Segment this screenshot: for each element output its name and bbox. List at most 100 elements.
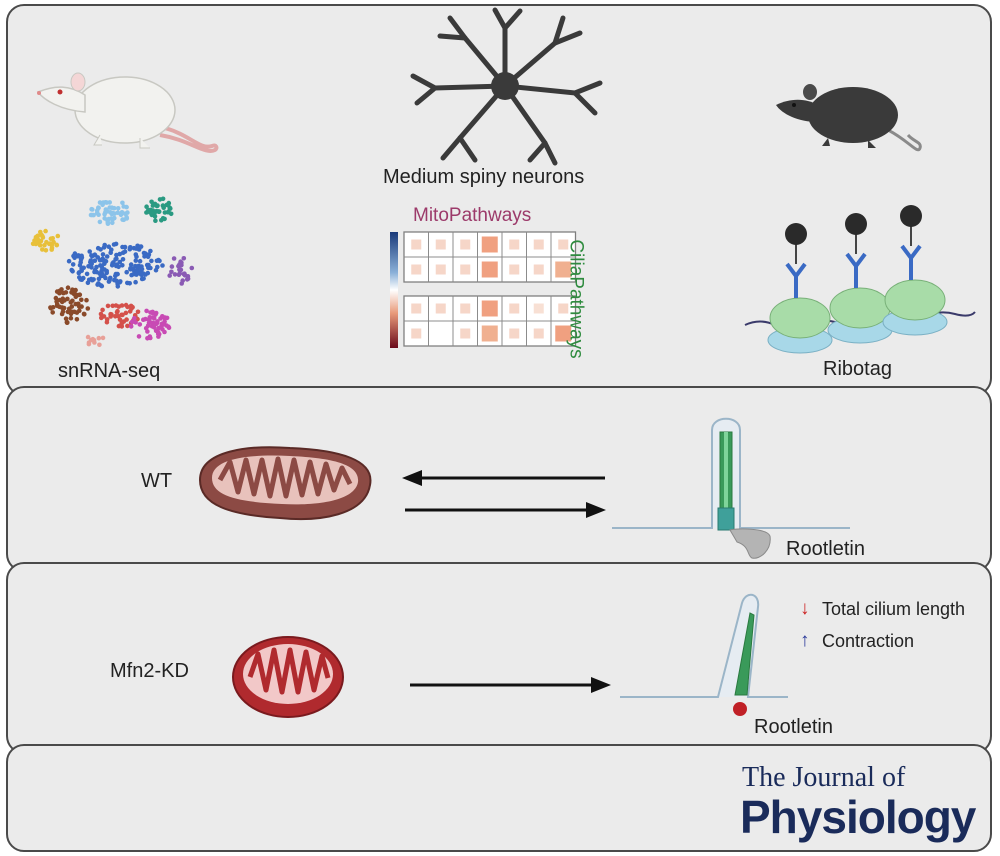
umap-dot [76,304,82,309]
umap-dot [127,281,132,286]
heatmap-square [411,239,422,250]
umap-dot [37,242,43,248]
umap-dot [89,265,94,270]
umap-dot [133,246,139,251]
umap-dot [184,277,190,282]
umap-dot [43,228,48,234]
umap-dot [35,233,41,239]
umap-dot [104,254,110,259]
heatmap-icon [390,231,577,348]
umap-dot [68,311,74,317]
umap-dot [66,258,72,264]
umap-dot [145,336,150,341]
umap-dot [92,340,97,345]
umap-dot [160,327,165,332]
heatmap-square [411,303,422,314]
umap-dot [68,300,74,305]
umap-dot [148,248,153,254]
umap-dot [50,310,55,315]
umap-dot [133,279,138,285]
journal-panel [6,744,992,852]
umap-dot [51,239,56,245]
journal-title-line1: The Journal of [742,762,906,793]
ribosome-large-subunit [769,297,831,339]
umap-dot [110,303,115,309]
umap-dot [150,315,156,320]
umap-dot [48,305,53,310]
umap-dot [42,243,47,248]
umap-dot [100,335,106,341]
heatmap-square [509,264,520,275]
umap-dot [108,314,113,319]
umap-dot [153,267,159,273]
umap-dot [103,259,109,264]
heatmap-square [509,239,520,250]
umap-dot [54,242,60,248]
umap-dot [97,342,102,348]
umap-dot [179,281,184,286]
umap-dot [157,258,162,264]
umap-dot [54,299,59,304]
msn-label: Medium spiny neurons [383,166,585,188]
umap-dot [171,256,177,261]
umap-dot [116,314,121,319]
umap-dot [84,271,90,277]
umap-dot [181,271,187,277]
umap-dot [77,308,82,313]
heatmap-square [435,328,446,339]
mitochondrion-wt-icon [198,446,372,521]
umap-dot [141,250,147,256]
ribotag-label: Ribotag [823,358,892,380]
antibody-icon [900,244,922,280]
umap-dot [98,247,103,252]
umap-dot [178,259,183,264]
umap-dot [38,238,44,244]
umap-dot [166,202,171,207]
heatmap-square [481,325,498,342]
umap-dot [70,262,76,267]
umap-dot [136,334,142,339]
umap-dot [92,252,98,257]
umap-dot [94,208,100,213]
heatmap-square [435,303,446,314]
heatmap-square [555,325,572,342]
umap-dot [166,324,171,329]
umap-dot [160,314,165,319]
umap-dot [88,276,94,282]
umap-dot [97,219,103,225]
umap-dot [124,317,129,322]
umap-dot [144,210,149,215]
umap-dot [169,264,175,269]
umap-dot [81,265,86,271]
umap-dot [114,309,120,315]
wt-label: WT [141,470,173,492]
umap-dot [160,263,165,268]
umap-dot [128,265,133,271]
umap-dot [100,307,105,313]
umap-dot [108,250,113,255]
umap-dot [122,211,128,216]
umap-dot [96,212,101,217]
umap-dot [145,323,151,329]
heatmap-square [460,239,471,250]
umap-dot [124,269,129,275]
umap-dot [74,317,80,322]
umap-dot [97,271,102,276]
umap-dot [99,315,104,321]
heatmap-square [460,264,471,275]
umap-dot [121,204,126,209]
umap-dot [63,316,69,321]
mito-pathways-label: MitoPathways [413,205,532,226]
heatmap-square [411,264,422,275]
umap-dot [100,256,105,262]
antibody-icon [785,262,807,298]
umap-dot [133,252,139,257]
heatmap-cell [550,320,576,347]
umap-dot [144,204,149,209]
umap-dot [111,260,116,265]
umap-dot [133,320,138,325]
umap-dot [88,212,94,218]
umap-dot [107,277,112,283]
umap-dot [40,247,45,252]
umap-dot [47,241,52,247]
